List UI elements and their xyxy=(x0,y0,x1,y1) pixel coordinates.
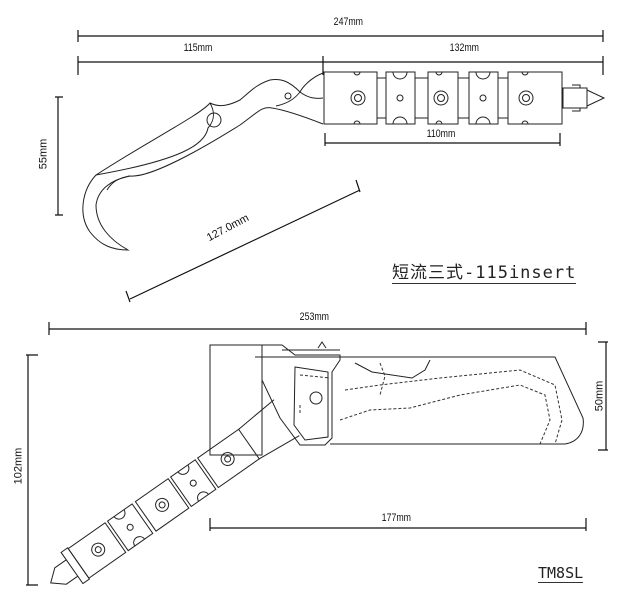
grip-handle xyxy=(323,71,606,125)
dim-label-blade-length: 177mm xyxy=(381,512,412,524)
dim-253 xyxy=(48,322,587,335)
dim-label-blade: 115mm xyxy=(183,42,213,54)
hook-blade xyxy=(82,72,324,251)
dim-110 xyxy=(324,133,561,146)
dim-label-grip: 110mm xyxy=(426,128,456,140)
dim-label-blade-height: 50mm xyxy=(593,380,606,412)
dim-label-height: 55mm xyxy=(37,138,50,170)
dim-127 xyxy=(125,179,361,303)
dim-label-overall-bottom: 253mm xyxy=(299,311,330,323)
dim-55 xyxy=(55,96,63,216)
dim-115-132 xyxy=(77,56,604,75)
cleaver-blade xyxy=(209,341,584,456)
dim-247 xyxy=(77,30,604,42)
dim-label-height-bottom: 102mm xyxy=(12,447,25,485)
dim-label-overall: 247mm xyxy=(333,16,364,28)
top-drawing-title: 短流三式-115insert xyxy=(392,258,577,284)
dim-label-handle: 132mm xyxy=(449,42,480,54)
dim-102 xyxy=(26,354,38,586)
dim-50 xyxy=(598,341,608,451)
dim-177 xyxy=(209,518,587,531)
bottom-drawing-title: TM8SL xyxy=(538,564,584,583)
angled-grip-handle xyxy=(50,399,300,585)
